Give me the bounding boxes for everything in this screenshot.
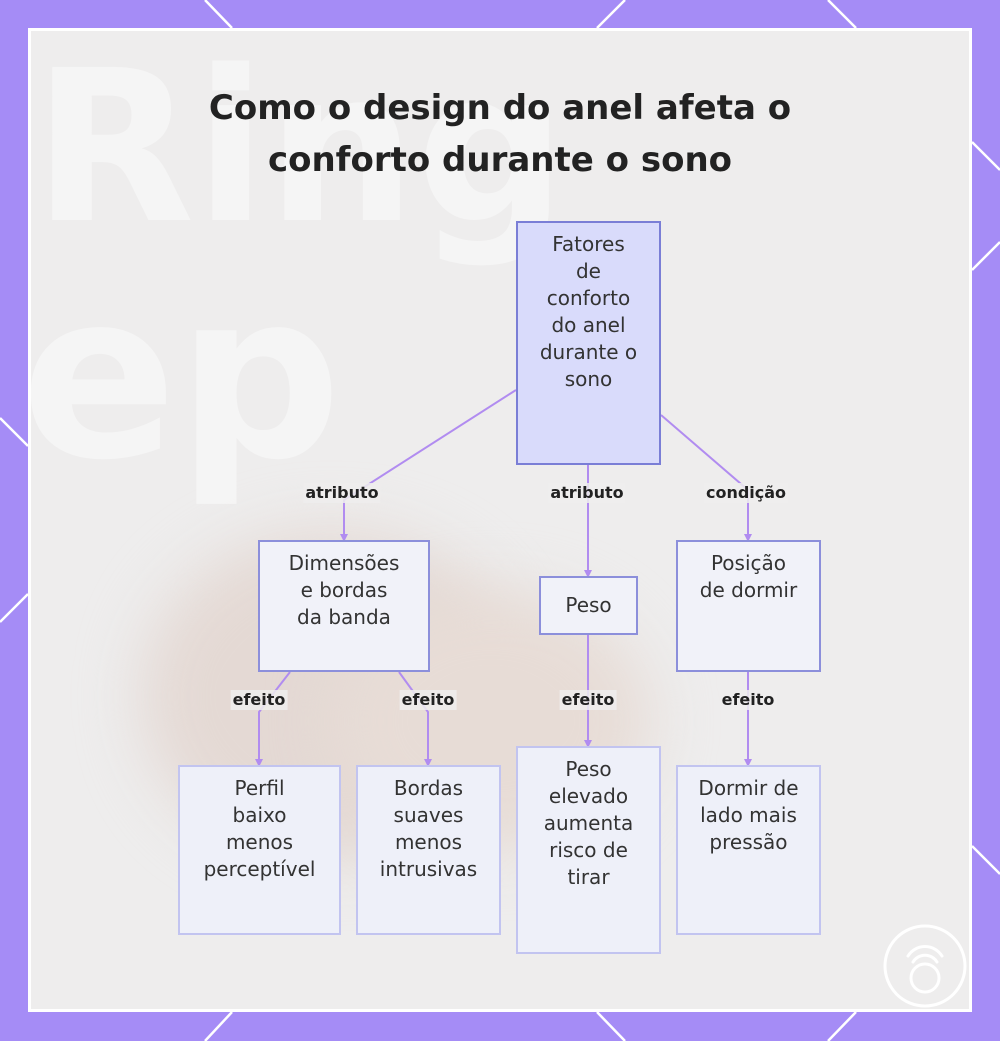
node-low-profile: Perfil baixo menos perceptível [178, 765, 341, 935]
node-text-line: e bordas [300, 578, 388, 602]
node-band-dimensions: Dimensões e bordas da banda [258, 540, 430, 672]
node-text-line: lado mais [700, 803, 797, 827]
edge-dimensions-low-profile [255, 671, 291, 767]
edge-label-condition: condição [703, 483, 789, 503]
edge-label-attribute: atributo [548, 483, 626, 503]
node-text-line: de [575, 259, 601, 283]
background-watermark-text: Ring [33, 28, 567, 270]
node-text-line: pressão [709, 830, 788, 854]
node-text-line: do anel [551, 313, 626, 337]
node-text-line: Dimensões [288, 551, 400, 575]
edge-label-effect: efeito [719, 690, 777, 710]
node-text-line: tirar [567, 865, 610, 889]
diagram-title: Como o design do anel afeta o conforto d… [28, 82, 972, 186]
node-text-line: da banda [297, 605, 391, 629]
edge-root-dimensions [340, 389, 517, 542]
node-text-line: suaves [393, 803, 464, 827]
node-text-line: Posição [710, 551, 787, 575]
node-text-line: aumenta [543, 811, 634, 835]
edge-label-effect: efeito [559, 690, 617, 710]
node-smooth-edges: Bordas suaves menos intrusivas [356, 765, 501, 935]
background-watermark-text: ep [28, 244, 342, 511]
node-weight: Peso [539, 576, 638, 635]
node-text-line: Bordas [393, 776, 464, 800]
node-text-line: Fatores [552, 232, 625, 256]
node-text-line: Peso [565, 757, 612, 781]
node-side-sleep: Dormir de lado mais pressão [676, 765, 821, 935]
node-heavy-weight: Peso elevado aumenta risco de tirar [516, 746, 661, 954]
title-line: Como o design do anel afeta o [208, 88, 792, 128]
node-text-line: de dormir [699, 578, 798, 602]
node-text-line: intrusivas [379, 857, 478, 881]
edge-root-position [660, 414, 752, 542]
camera-lens-logo-icon [883, 924, 967, 1008]
node-text-line: Dormir de [698, 776, 799, 800]
edge-dimensions-smooth-edges [398, 671, 432, 767]
node-text-line: risco de [549, 838, 628, 862]
node-text-line: perceptível [203, 857, 316, 881]
node-text-line: Peso [565, 593, 612, 617]
edge-label-attribute: atributo [303, 483, 381, 503]
edge-label-effect: efeito [399, 690, 457, 710]
node-text-line: menos [394, 830, 463, 854]
node-text-line: sono [564, 367, 613, 391]
node-text-line: conforto [546, 286, 631, 310]
node-text-line: durante o [539, 340, 638, 364]
node-text-line: baixo [232, 803, 287, 827]
node-root-comfort-factors: Fatores de conforto do anel durante o so… [516, 221, 661, 465]
title-line: conforto durante o sono [267, 140, 733, 180]
node-text-line: menos [225, 830, 294, 854]
node-text-line: elevado [548, 784, 629, 808]
edge-label-effect: efeito [230, 690, 288, 710]
node-sleep-position: Posição de dormir [676, 540, 821, 672]
node-text-line: Perfil [234, 776, 285, 800]
